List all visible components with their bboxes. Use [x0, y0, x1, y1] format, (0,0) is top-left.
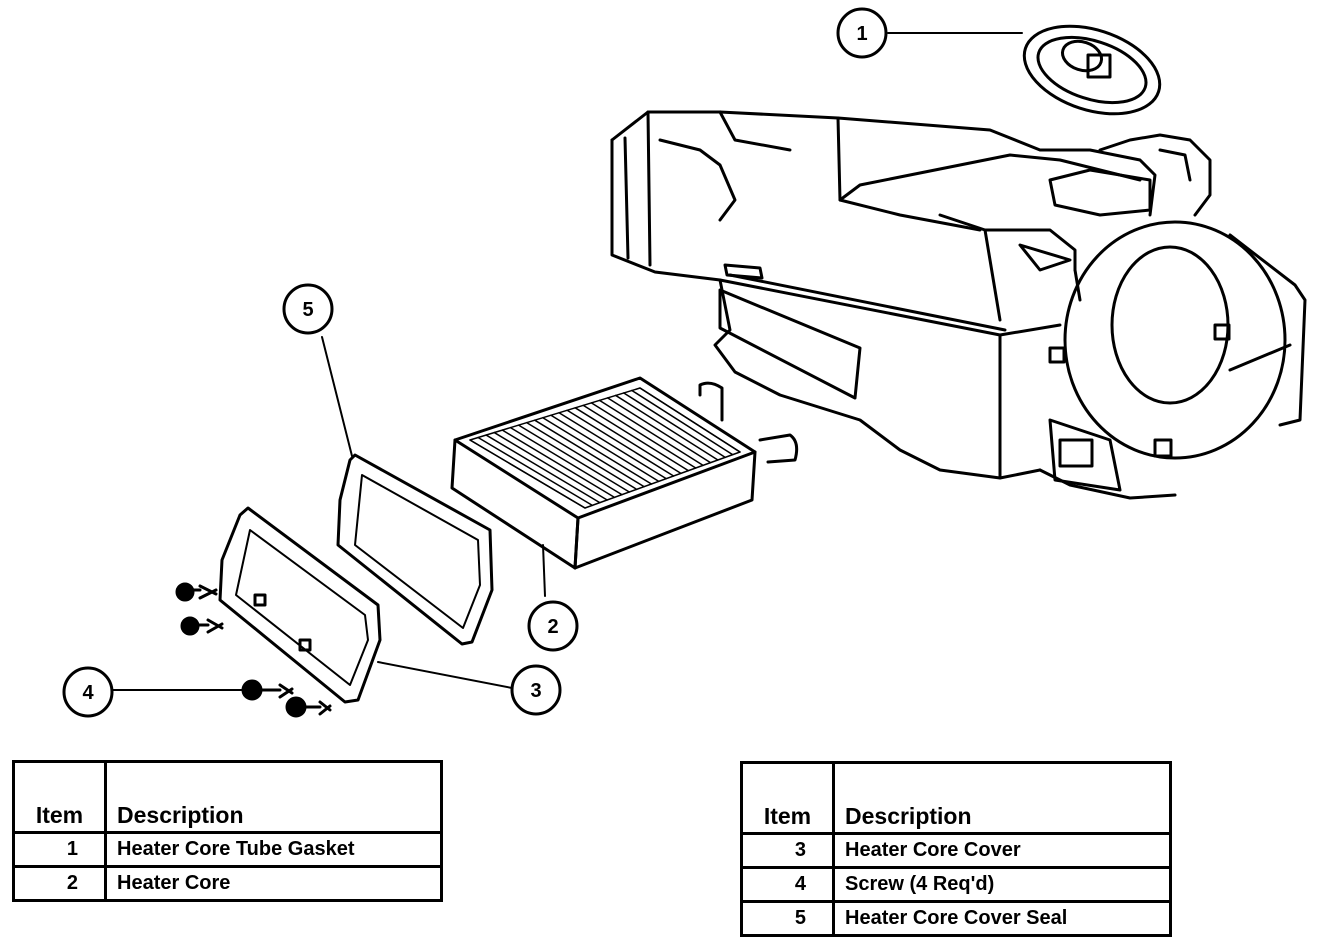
- item-number: 2: [12, 865, 107, 902]
- callout-2: 2: [527, 600, 579, 652]
- item-number: 5: [740, 900, 835, 937]
- table-row: 4 Screw (4 Req'd): [740, 866, 1172, 903]
- svg-text:2: 2: [547, 616, 558, 638]
- callout-4: 4: [62, 666, 114, 718]
- item-description: Screw (4 Req'd): [832, 866, 1172, 903]
- heater-core-cover: [218, 506, 382, 704]
- svg-text:1: 1: [856, 23, 867, 45]
- legend-header-row: Item Description: [740, 761, 1172, 835]
- heater-housing: [610, 110, 1307, 500]
- callout-5: 5: [282, 283, 334, 335]
- svg-text:5: 5: [302, 299, 313, 321]
- item-number: 4: [740, 866, 835, 903]
- legend-table-left: Item Description 1 Heater Core Tube Gask…: [12, 760, 443, 902]
- callout-1: 1: [836, 7, 888, 59]
- svg-text:3: 3: [530, 680, 541, 702]
- column-header-item: Item: [740, 761, 835, 835]
- heater-core-cover-seal: [336, 453, 494, 646]
- legend-header-row: Item Description: [12, 760, 443, 834]
- legend-table-right: Item Description 3 Heater Core Cover 4 S…: [740, 761, 1172, 937]
- table-row: 1 Heater Core Tube Gasket: [12, 831, 443, 868]
- leader-lines: [111, 32, 1023, 691]
- heater-core: [450, 376, 799, 570]
- item-number: 3: [740, 832, 835, 869]
- item-description: Heater Core Cover: [832, 832, 1172, 869]
- svg-text:4: 4: [82, 682, 94, 704]
- column-header-item: Item: [12, 760, 107, 834]
- item-description: Heater Core Tube Gasket: [104, 831, 443, 868]
- heater-core-tube-gasket: [1022, 24, 1162, 116]
- column-header-description: Description: [104, 760, 443, 834]
- table-row: 2 Heater Core: [12, 865, 443, 902]
- table-row: 3 Heater Core Cover: [740, 832, 1172, 869]
- column-header-description: Description: [832, 761, 1172, 835]
- callout-3: 3: [510, 664, 562, 716]
- item-description: Heater Core Cover Seal: [832, 900, 1172, 937]
- item-description: Heater Core: [104, 865, 443, 902]
- table-row: 5 Heater Core Cover Seal: [740, 900, 1172, 937]
- item-number: 1: [12, 831, 107, 868]
- screws: [175, 582, 332, 718]
